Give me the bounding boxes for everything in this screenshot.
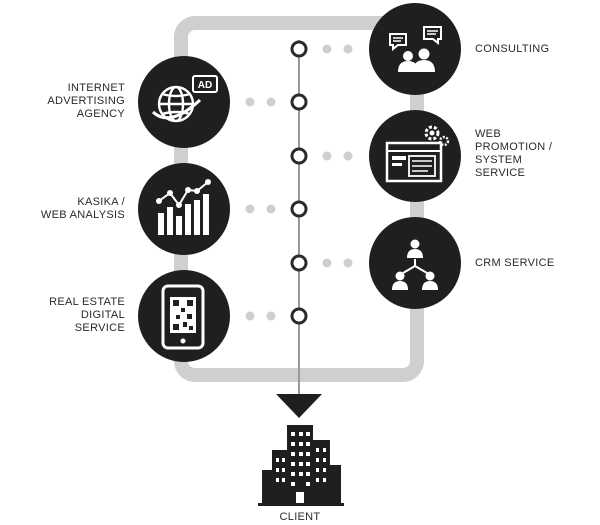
label-crm: CRM SERVICE: [475, 257, 555, 269]
service-circle-real-estate: [138, 270, 230, 362]
label-client: CLIENT: [279, 511, 321, 523]
service-circle-crm: [369, 217, 461, 309]
chat-people-icon: [389, 26, 442, 72]
label-internet-advertising: INTERNET ADVERTISING AGENCY: [47, 82, 125, 120]
label-kasika: KASIKA / WEB ANALYSIS: [40, 196, 125, 221]
service-circle-consulting: [369, 3, 461, 95]
connector-dots: [245, 44, 353, 321]
service-circle-internet-advertising: AD: [138, 56, 230, 148]
node-crm: [290, 254, 308, 272]
service-circle-web-promotion: [369, 110, 461, 202]
label-web-promotion: WEB PROMOTION / SYSTEM SERVICE: [475, 128, 553, 179]
smartphone-qr-icon: [161, 284, 205, 350]
down-arrow-icon: [276, 394, 322, 418]
flow-nodes: [290, 40, 308, 325]
ad-badge-text: AD: [198, 80, 212, 91]
building-icon: [258, 425, 344, 506]
globe-ad-icon: [151, 75, 218, 123]
label-real-estate: REAL ESTATE DIGITAL SERVICE: [49, 296, 125, 334]
bar-chart-icon: [156, 179, 211, 235]
node-web-promotion: [290, 147, 308, 165]
node-real-estate: [290, 307, 308, 325]
network-people-icon: [392, 239, 438, 290]
service-circle-kasika: [138, 163, 230, 255]
label-consulting: CONSULTING: [475, 43, 550, 55]
node-kasika: [290, 200, 308, 218]
browser-gear-icon: [385, 125, 450, 183]
node-consulting: [290, 40, 308, 58]
node-internet-advertising: [290, 93, 308, 111]
